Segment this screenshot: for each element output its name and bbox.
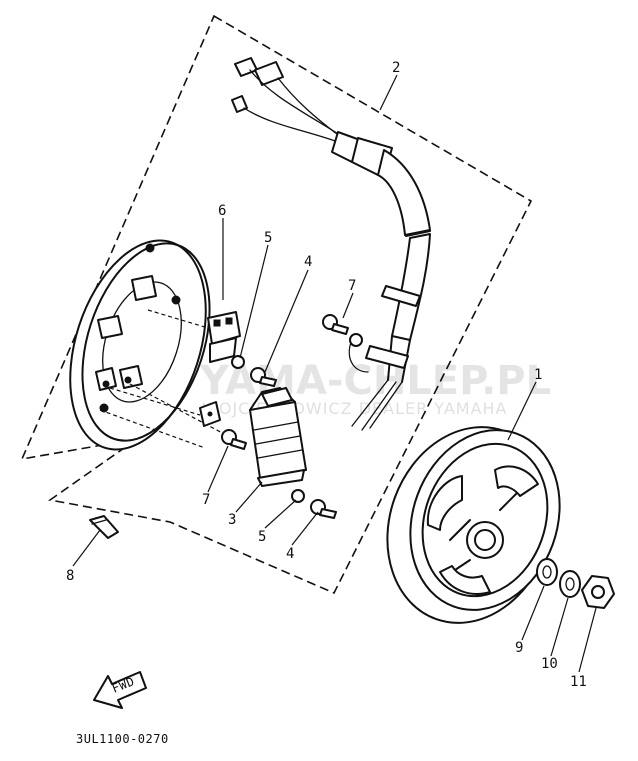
stator-plate xyxy=(69,239,211,451)
washer-5-lower xyxy=(291,489,305,503)
screw-8 xyxy=(89,515,119,539)
clip-part-7 xyxy=(199,401,221,427)
part-label-3: 3 xyxy=(228,512,236,528)
part-label-2: 2 xyxy=(392,60,400,76)
part-label-8: 8 xyxy=(66,568,74,584)
part-label-7-lower: 7 xyxy=(202,492,210,508)
washer-9 xyxy=(536,558,558,586)
part-label-4-upper: 4 xyxy=(304,254,312,270)
part-label-10: 10 xyxy=(541,656,558,672)
screw-4-lower xyxy=(310,499,337,519)
part-label-7-upper: 7 xyxy=(348,278,356,294)
part-label-1: 1 xyxy=(534,367,542,383)
nut-11 xyxy=(581,575,615,609)
wire-harness xyxy=(231,57,431,431)
source-coil xyxy=(249,387,307,487)
diagram-code: 3UL1100-0270 xyxy=(76,732,169,746)
screw-7-lower xyxy=(221,429,247,450)
lock-washer-10 xyxy=(559,570,581,598)
screw-4-upper xyxy=(250,367,277,387)
part-label-6: 6 xyxy=(218,203,226,219)
screw-7-upper xyxy=(322,314,349,335)
part-label-9: 9 xyxy=(515,640,523,656)
rotor-flywheel xyxy=(386,426,561,624)
pulser-coil xyxy=(207,311,241,363)
watermark-subtitle: WOJCIECHOWICZ DEALER YAMAHA xyxy=(202,399,508,418)
part-label-5-upper: 5 xyxy=(264,230,272,246)
part-label-4-lower: 4 xyxy=(286,546,294,562)
part-label-11: 11 xyxy=(570,674,587,690)
assembly-boundary-dashed xyxy=(20,14,533,595)
washer-5-upper xyxy=(231,355,245,369)
forward-direction-arrow: FWD xyxy=(93,671,147,709)
part-label-5-lower: 5 xyxy=(258,529,266,545)
